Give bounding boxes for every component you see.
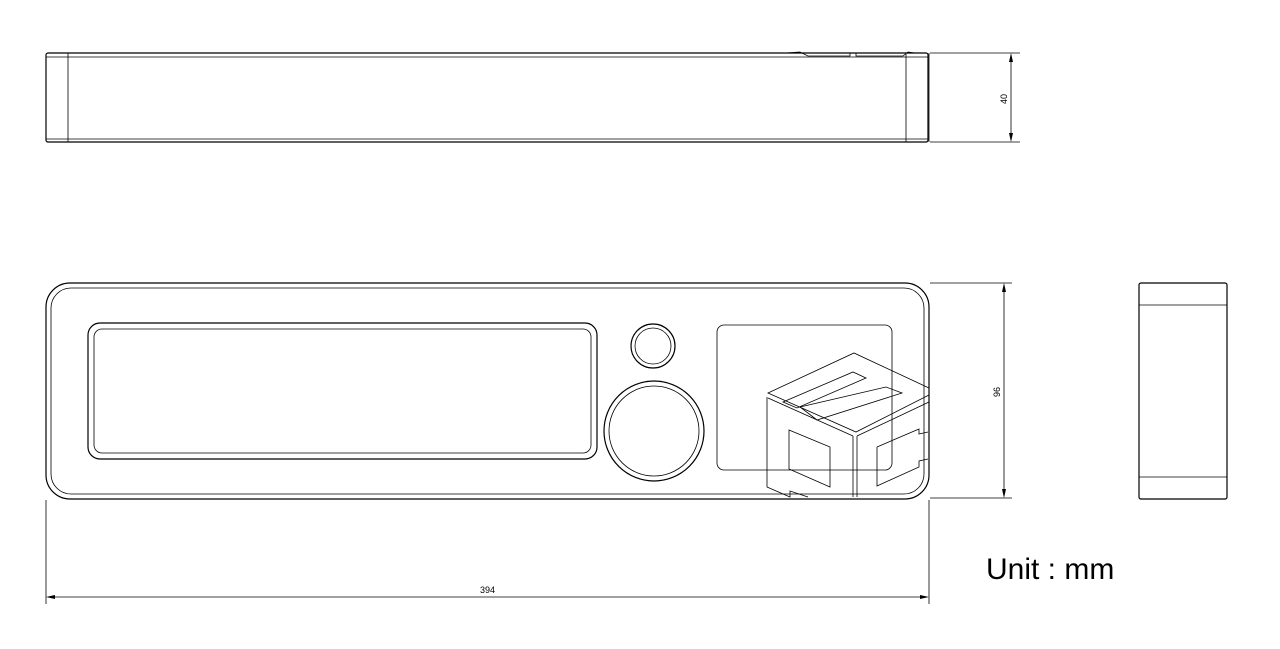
unit-label: Unit : mm — [986, 553, 1115, 586]
cube-logo — [766, 352, 930, 498]
height-dimension: 40 — [930, 52, 1020, 143]
width-label: 394 — [480, 585, 495, 595]
top-view — [45, 51, 930, 143]
width-dimension: 394 — [45, 500, 930, 604]
height-label: 40 — [999, 94, 1009, 104]
front-view — [45, 282, 930, 500]
depth-label: 96 — [992, 387, 1002, 397]
side-view — [1138, 282, 1228, 500]
depth-dimension: 96 — [930, 282, 1012, 499]
